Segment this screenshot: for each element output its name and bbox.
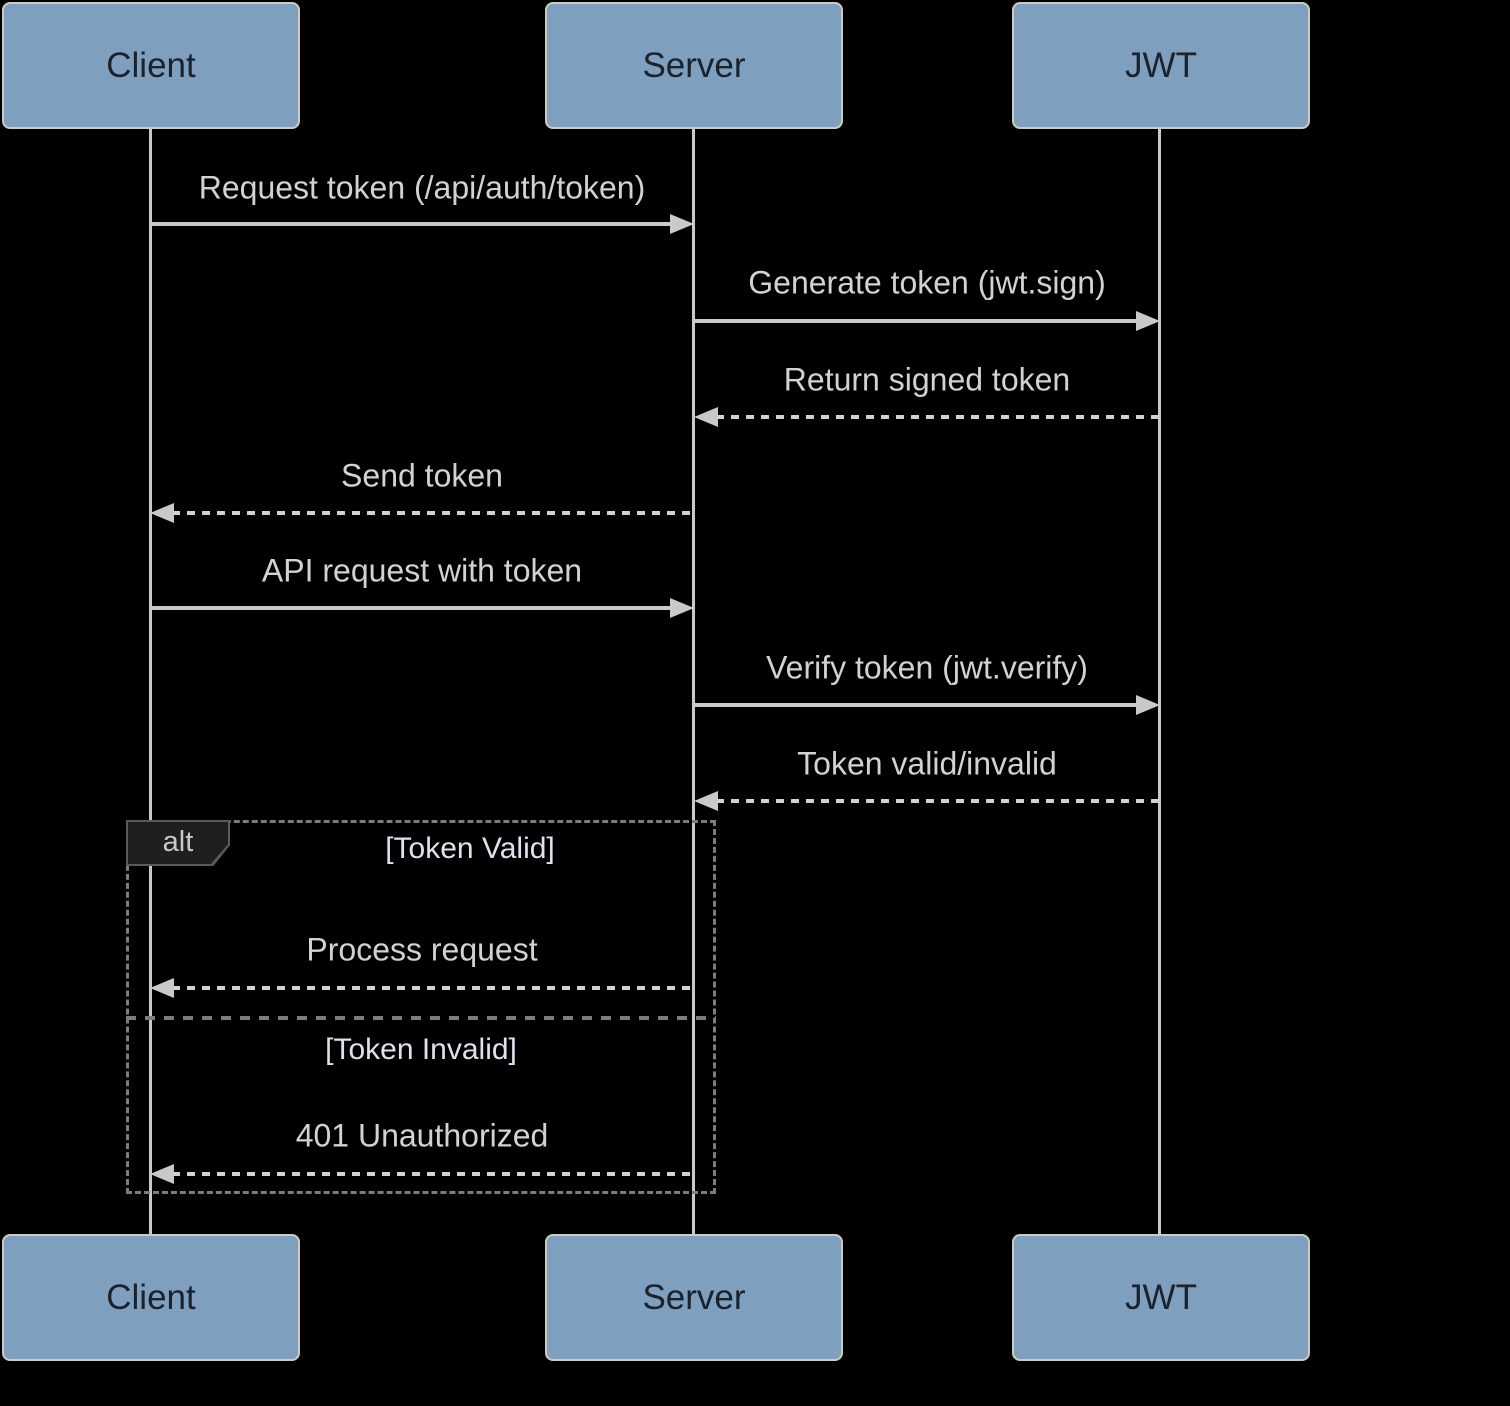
actor-label: Server	[642, 45, 746, 85]
lifeline-server	[692, 129, 695, 1234]
message-label: Request token (/api/auth/token)	[198, 169, 646, 206]
actor-label: Client	[106, 45, 196, 85]
arrowhead-left-icon	[694, 791, 718, 811]
arrowhead-right-icon	[1136, 695, 1160, 715]
arrowhead-left-icon	[150, 978, 174, 998]
message-label: Process request	[306, 931, 538, 968]
message-label: Send token	[341, 457, 503, 494]
actor-label: Server	[642, 1277, 746, 1317]
message-line	[716, 415, 1160, 419]
actor-label: Client	[106, 1277, 196, 1317]
message-label: Generate token (jwt.sign)	[748, 264, 1106, 301]
message-label: 401 Unauthorized	[295, 1117, 549, 1154]
actor-server-bottom: Server	[545, 1234, 843, 1361]
arrowhead-left-icon	[694, 407, 718, 427]
actor-client-bottom: Client	[2, 1234, 300, 1361]
actor-jwt-top: JWT	[1012, 2, 1310, 129]
message-label: Return signed token	[783, 361, 1071, 398]
arrowhead-right-icon	[670, 598, 694, 618]
alt-operator-text: alt	[128, 822, 228, 864]
message-line	[694, 703, 1138, 707]
lifeline-client	[149, 129, 152, 1234]
actor-label: JWT	[1125, 1277, 1197, 1317]
message-line	[150, 222, 672, 226]
message-line	[716, 799, 1160, 803]
message-line	[172, 511, 694, 515]
message-label: API request with token	[261, 552, 583, 589]
alt-condition-invalid: [Token Invalid]	[325, 1033, 517, 1066]
alt-section-divider	[126, 1016, 716, 1020]
alt-operator-label: alt	[126, 820, 230, 866]
message-line	[172, 986, 694, 990]
lifeline-jwt	[1158, 129, 1161, 1234]
message-line	[694, 319, 1138, 323]
message-line	[172, 1172, 694, 1176]
alt-condition-valid: [Token Valid]	[385, 832, 555, 865]
arrowhead-right-icon	[1136, 311, 1160, 331]
message-line	[150, 606, 672, 610]
arrowhead-left-icon	[150, 503, 174, 523]
arrowhead-right-icon	[670, 214, 694, 234]
message-label: Token valid/invalid	[797, 745, 1057, 782]
actor-server-top: Server	[545, 2, 843, 129]
actor-client-top: Client	[2, 2, 300, 129]
arrowhead-left-icon	[150, 1164, 174, 1184]
message-label: Verify token (jwt.verify)	[766, 649, 1088, 686]
actor-label: JWT	[1125, 45, 1197, 85]
alt-fragment-box	[126, 820, 716, 1194]
actor-jwt-bottom: JWT	[1012, 1234, 1310, 1361]
